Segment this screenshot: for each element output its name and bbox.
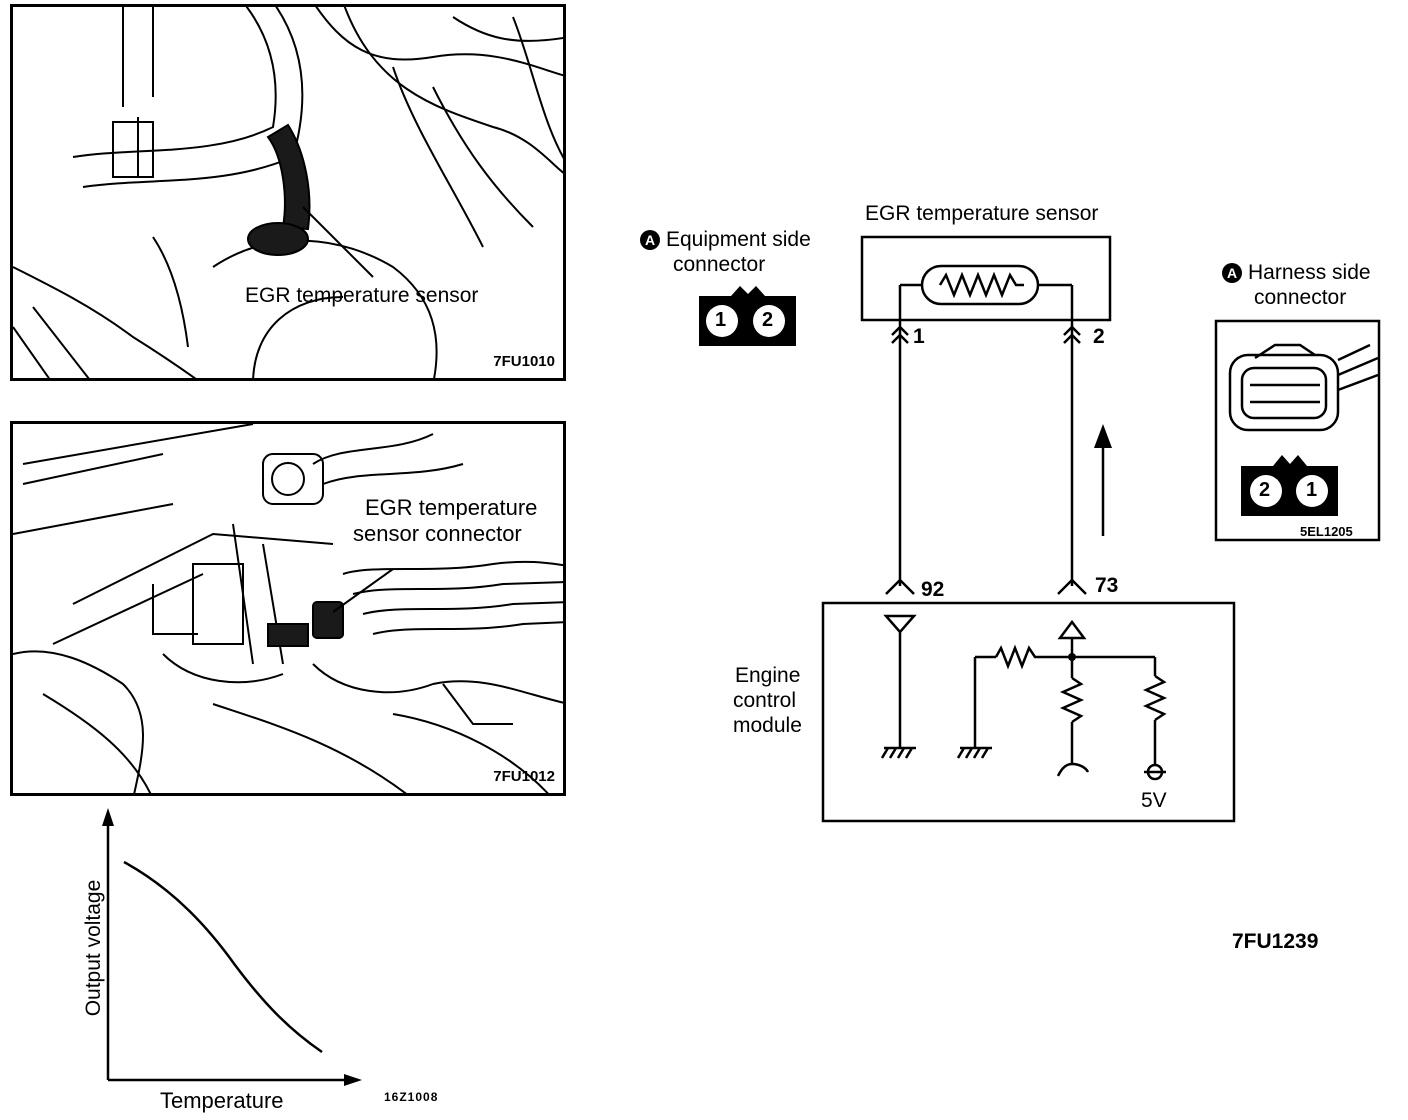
sensor-box bbox=[860, 235, 1112, 322]
equipment-connector-label-line2: connector bbox=[673, 253, 766, 276]
graph-xlabel: Temperature bbox=[160, 1088, 284, 1113]
egr-connector-photo-panel: EGR temperature sensor connector 7FU1012 bbox=[10, 421, 566, 796]
thermistor-resistor bbox=[938, 271, 1024, 299]
equipment-pin-1: 1 bbox=[715, 309, 727, 331]
egr-connector-engine-illustration bbox=[13, 424, 563, 793]
connector-a-marker: A bbox=[640, 230, 660, 251]
graph-ylabel: Output voltage bbox=[82, 879, 105, 1017]
photo1-code: 7FU1010 bbox=[493, 353, 555, 370]
graph-code: 16Z1008 bbox=[384, 1090, 439, 1104]
egr-sensor-label: EGR temperature sensor bbox=[245, 284, 479, 307]
photo2-code: 7FU1012 bbox=[493, 768, 555, 785]
thermistor-capsule bbox=[920, 264, 1040, 306]
sensor-pin-2: 2 bbox=[1093, 325, 1105, 348]
ecm-label-line2: control bbox=[733, 689, 797, 712]
harness-pin-1: 1 bbox=[1306, 479, 1318, 501]
harness-pin-2: 2 bbox=[1259, 479, 1271, 501]
ecm-pin-73: 73 bbox=[1095, 574, 1119, 597]
graph-x-axis-arrow bbox=[344, 1074, 362, 1086]
equipment-pin-2: 2 bbox=[762, 309, 774, 331]
ecm-pin-92: 92 bbox=[921, 578, 945, 601]
ecm-label-line1: Engine bbox=[735, 664, 801, 687]
supply-voltage-label: 5V bbox=[1141, 789, 1167, 812]
ecm-label-line3: module bbox=[733, 714, 802, 737]
sensor-pin-1: 1 bbox=[913, 325, 925, 348]
egr-connector-label-line2: sensor connector bbox=[353, 521, 522, 546]
egr-sensor-engine-illustration bbox=[13, 7, 563, 378]
sensor-title: EGR temperature sensor bbox=[865, 202, 1099, 225]
voltage-temperature-curve bbox=[123, 860, 323, 1054]
figure-code: 7FU1239 bbox=[1232, 930, 1319, 953]
harness-code: 5EL1205 bbox=[1300, 524, 1353, 539]
harness-connector-label-line2: connector bbox=[1254, 286, 1347, 309]
graph-y-axis-arrow bbox=[102, 808, 114, 826]
harness-connector-box bbox=[1214, 319, 1381, 542]
harness-side-connector-block bbox=[1241, 455, 1338, 516]
connector-a-marker-harness: A bbox=[1222, 263, 1242, 284]
egr-connector-label-line1: EGR temperature bbox=[365, 495, 538, 520]
ecm-box bbox=[821, 601, 1236, 823]
equipment-side-connector-block bbox=[699, 286, 796, 346]
egr-sensor-photo-panel: EGR temperature sensor 7FU1010 bbox=[10, 4, 566, 381]
supply-terminal bbox=[1146, 763, 1164, 781]
